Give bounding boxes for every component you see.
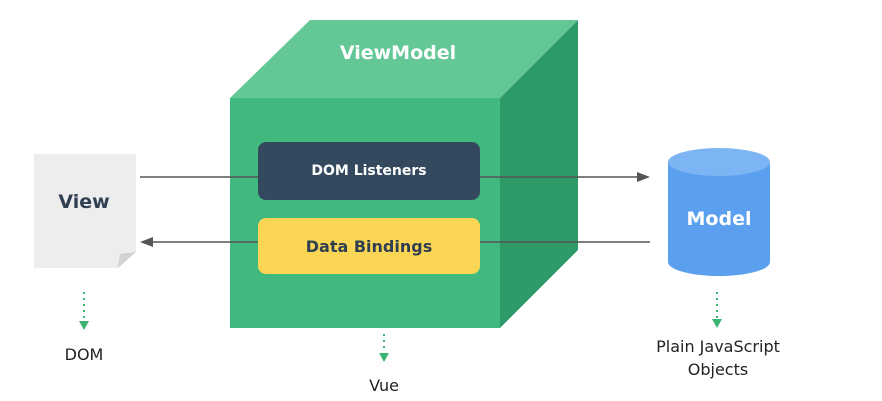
viewmodel-title: ViewModel [339, 42, 457, 64]
model-caption-line2: Objects [687, 360, 749, 379]
model-caption: Plain JavaScript Objects [632, 334, 804, 382]
model-label: Model [686, 208, 752, 230]
view-label: View [58, 191, 110, 213]
vue-dotted-arrow-icon [379, 334, 389, 362]
cube-front-face [230, 98, 500, 328]
dom-listeners-box [258, 142, 480, 200]
cube-top-face [230, 20, 578, 98]
dom-caption: DOM [64, 344, 104, 364]
data-bindings-box [258, 218, 480, 274]
dom-listeners-label: DOM Listeners [311, 163, 427, 179]
view-document-icon [34, 154, 136, 268]
vue-caption: Vue [369, 375, 399, 395]
cube-side-face [500, 20, 578, 328]
viewmodel-cube [230, 20, 578, 328]
model-caption-line1: Plain JavaScript [656, 337, 780, 356]
dom-dotted-arrow-icon [79, 292, 89, 330]
model-database-icon [668, 148, 770, 276]
data-bindings-label: Data Bindings [305, 236, 433, 256]
model-dotted-arrow-icon [712, 292, 722, 328]
